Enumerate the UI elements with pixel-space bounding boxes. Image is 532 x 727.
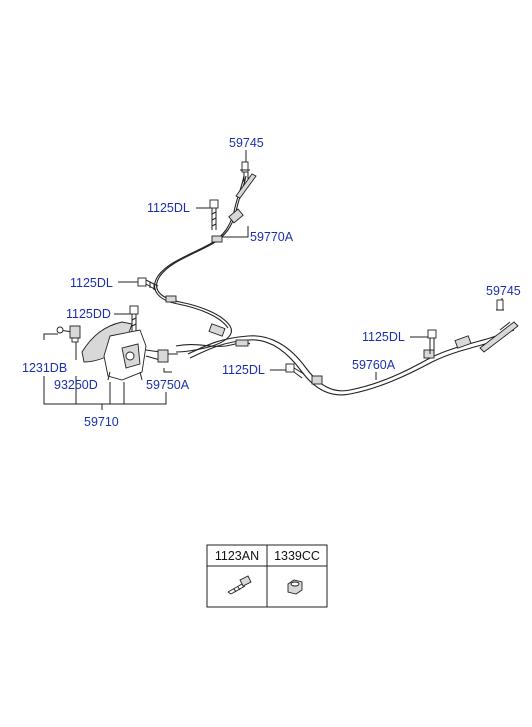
switch-93250d	[69, 325, 81, 343]
label-1125dl-a: 1125DL	[147, 201, 190, 215]
label-1231db: 1231DB	[22, 361, 67, 375]
bolt-1125dl-a	[209, 199, 219, 230]
label-1125dd: 1125DD	[66, 307, 111, 321]
label-59750a: 59750A	[146, 378, 190, 392]
label-59745-top: 59745	[229, 136, 264, 150]
parts-table: 1123AN 1339CC	[206, 544, 328, 608]
label-59760a: 59760A	[352, 358, 396, 372]
leader-lines	[43, 150, 503, 410]
cable-59760a	[187, 329, 515, 392]
bolt-1125dd	[129, 305, 139, 334]
label-59770a: 59770A	[250, 230, 294, 244]
bolt-1125dl-c	[285, 363, 305, 379]
label-1125dl-d: 1125DL	[362, 330, 405, 344]
table-header-1123an: 1123AN	[215, 549, 259, 563]
label-1125dl-b: 1125DL	[70, 276, 113, 290]
nut-icon	[287, 579, 303, 595]
parking-lever-assembly	[81, 321, 178, 381]
bolt-1125dl-d	[427, 329, 437, 354]
label-59710: 59710	[84, 415, 119, 429]
clip-59745-right	[479, 299, 519, 353]
label-1125dl-c: 1125DL	[222, 363, 265, 377]
clip-59745-top	[235, 161, 257, 199]
bolt-icon	[227, 575, 252, 595]
switch-1231db	[56, 326, 73, 334]
label-93250d: 93250D	[54, 378, 98, 392]
table-header-1339cc: 1339CC	[274, 549, 320, 563]
label-59745-right: 59745	[486, 284, 521, 298]
